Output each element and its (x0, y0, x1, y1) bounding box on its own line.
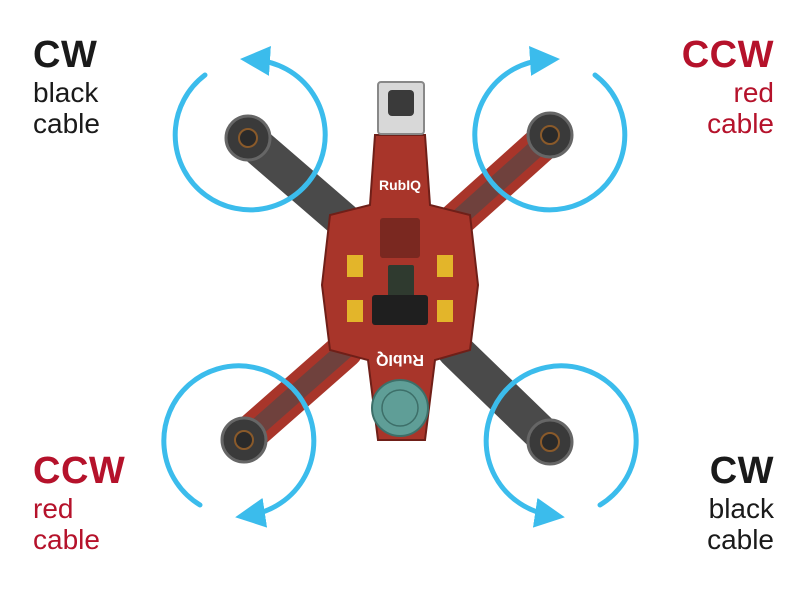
camera-icon (377, 81, 425, 135)
frame-plate (320, 134, 480, 441)
cable-line1-bottom-left: red (33, 492, 74, 524)
cable-line2-top-left: cable (33, 107, 100, 139)
direction-bottom-right: CW (709, 450, 774, 492)
cable-line1-top-left: black (33, 76, 99, 108)
rotation-arrow-bottom-left (161, 363, 317, 528)
motor-label-top-left: CW black cable (33, 34, 100, 139)
board-logo-top: RubIQ (379, 177, 421, 193)
motor-label-top-right: CCW red cable (682, 34, 774, 139)
cable-line2-bottom-left: cable (33, 523, 100, 555)
battery-cell-icon (371, 379, 429, 437)
direction-top-right: CCW (681, 34, 774, 76)
board-logo-bottom: RubIQ (376, 351, 424, 368)
rotation-arrow-top-left (172, 46, 328, 213)
cable-line2-bottom-right: cable (707, 523, 774, 555)
rotation-arrow-bottom-right (483, 363, 639, 528)
cable-line2-top-right: cable (707, 107, 774, 139)
cable-line1-bottom-right: black (708, 492, 774, 524)
cable-line1-top-right: red (733, 76, 774, 108)
rotation-arrow-top-right (472, 46, 628, 213)
motor-icon (220, 111, 574, 466)
rotation-arrow-icon (161, 46, 639, 528)
direction-bottom-left: CCW (33, 450, 126, 492)
motor-label-bottom-right: CW black cable (707, 450, 774, 555)
direction-top-left: CW (33, 34, 98, 76)
motor-label-bottom-left: CCW red cable (33, 450, 125, 555)
